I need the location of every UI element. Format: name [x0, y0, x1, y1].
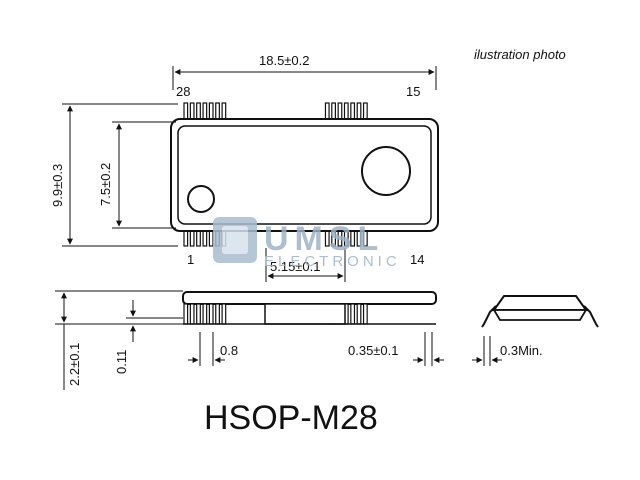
side-lead [215, 303, 220, 325]
bottom-pin [189, 230, 195, 247]
body-width-dimension-label: 7.5±0.2 [98, 163, 113, 206]
pin-label-14: 14 [410, 252, 424, 267]
top-pin [202, 102, 208, 120]
bottom-pin [183, 230, 189, 247]
end-body-bottom [492, 309, 588, 321]
top-pin [215, 102, 220, 120]
heat-slug-dimension-label: 5.15±0.1 [270, 259, 321, 274]
width-dimension-label: 9.9±0.3 [50, 164, 65, 207]
watermark-subtitle: ELECTRONIC [264, 253, 401, 270]
watermark: UMSL ELECTRONIC [213, 217, 401, 270]
end-lead-right [583, 305, 599, 328]
top-pin [208, 102, 214, 120]
bottom-pin [202, 230, 208, 247]
height-dimension-label: 2.2±0.1 [67, 343, 82, 386]
top-pin [331, 102, 336, 120]
top-pin [221, 102, 227, 120]
length-dimension-label: 18.5±0.2 [259, 53, 310, 68]
pin-label-15: 15 [406, 84, 420, 99]
top-pin [350, 102, 356, 120]
top-pin [337, 102, 343, 120]
side-view: 2.2±0.1 0.11 0.8 0.35±0.1 [55, 290, 444, 390]
package-body-inner [177, 125, 432, 225]
side-body [182, 291, 437, 305]
top-pin [362, 102, 368, 120]
side-lead [202, 303, 208, 325]
pin-label-1: 1 [187, 252, 194, 267]
pin-label-28: 28 [176, 84, 190, 99]
top-pin [324, 102, 330, 120]
top-pin [343, 102, 349, 120]
side-lead [196, 303, 201, 325]
bottom-pin [208, 230, 214, 247]
top-pin [189, 102, 195, 120]
side-lead [208, 303, 214, 325]
ejector-mark-circle [361, 146, 411, 196]
end-lead-left [481, 305, 497, 328]
side-lead [356, 303, 362, 325]
package-title: HSOP-M28 [204, 399, 378, 437]
top-pin [196, 102, 201, 120]
watermark-logo-inner [222, 226, 248, 254]
side-lead [189, 303, 195, 325]
side-heat-slug [264, 303, 346, 325]
end-view: 0.3Min. [472, 295, 599, 366]
top-pin-row [183, 102, 368, 120]
lead-width-dimension-label: 0.35±0.1 [348, 343, 399, 358]
watermark-brand: UMSL [264, 220, 384, 258]
side-lead [183, 303, 189, 325]
side-lead [221, 303, 227, 325]
bottom-pin [196, 230, 201, 247]
standoff-dimension-label: 0.11 [114, 350, 129, 374]
top-pin [356, 102, 362, 120]
top-pin [183, 102, 189, 120]
side-lead [350, 303, 356, 325]
pin1-mark-circle [187, 185, 215, 213]
pitch-dimension-label: 0.8 [220, 343, 238, 358]
top-view: 28 15 1 14 18.5±0.2 9.9±0.3 7.5±0.2 5.15… [50, 53, 439, 282]
lead-length-dimension-label: 0.3Min. [500, 343, 543, 358]
illustration-caption: ilustration photo [474, 47, 566, 62]
package-body-outline [170, 118, 439, 232]
side-lead [362, 303, 368, 325]
end-body-top [492, 295, 588, 311]
